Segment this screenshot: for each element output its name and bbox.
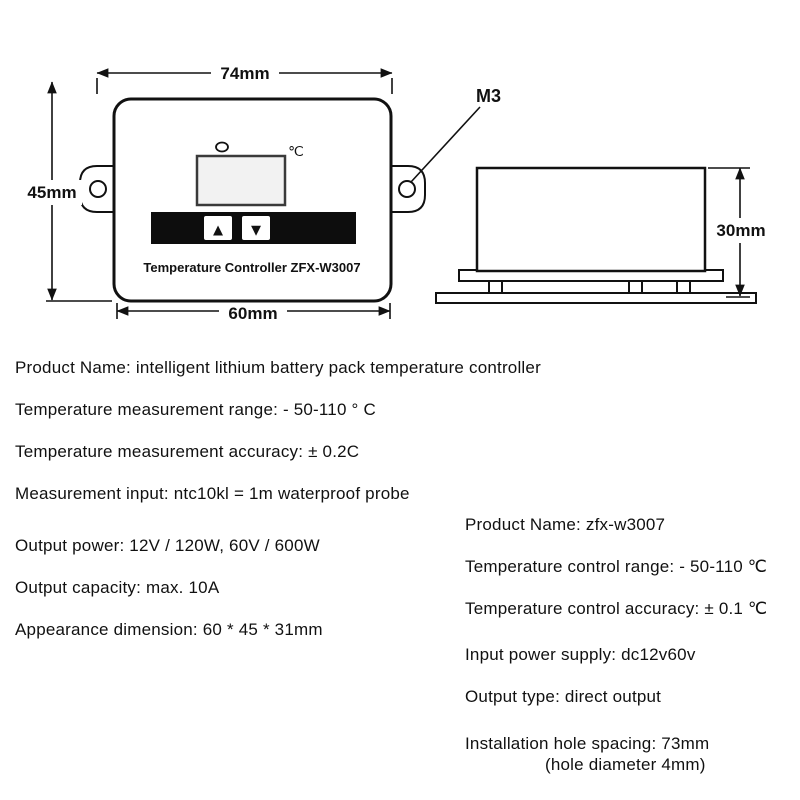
dim-30mm-label: 30mm bbox=[716, 221, 765, 240]
spec-control-range: Temperature control range: - 50-110 ℃ bbox=[465, 557, 768, 576]
spec-input-power: Input power supply: dc12v60v bbox=[465, 645, 696, 664]
dim-74mm-label-bg bbox=[211, 59, 279, 85]
dim-60mm-label: 60mm bbox=[228, 304, 277, 323]
lcd-display bbox=[195, 154, 287, 207]
side-foot-icon bbox=[676, 280, 691, 294]
down-button-face bbox=[242, 216, 270, 240]
spec-measurement-range: Temperature measurement range: - 50-110 … bbox=[15, 400, 376, 419]
spec-hole-spacing: Installation hole spacing: 73mm bbox=[465, 734, 710, 753]
up-arrow-icon: ▲ bbox=[210, 221, 227, 240]
dim-45mm-label-bg bbox=[22, 180, 82, 205]
dim-74mm-label: 74mm bbox=[220, 64, 269, 83]
mounting-hole-left-icon bbox=[89, 180, 107, 198]
side-base-plate bbox=[435, 292, 757, 304]
up-button-face bbox=[204, 216, 232, 240]
spec-hole-diameter: (hole diameter 4mm) bbox=[545, 755, 706, 774]
dim-60mm-label-bg bbox=[219, 303, 287, 325]
spec-control-accuracy: Temperature control accuracy: ± 0.1 ℃ bbox=[465, 599, 768, 618]
spec-output-capacity: Output capacity: max. 10A bbox=[15, 578, 220, 597]
dim-30mm-label-bg bbox=[711, 218, 771, 243]
side-body bbox=[475, 166, 707, 273]
device-front-view bbox=[79, 97, 426, 303]
spec-appearance-dimension: Appearance dimension: 60 * 45 * 31mm bbox=[15, 620, 323, 639]
up-button: ▲ bbox=[204, 216, 232, 240]
side-foot-icon bbox=[628, 280, 643, 294]
display-unit-label: ℃ bbox=[288, 143, 304, 159]
spec-output-type: Output type: direct output bbox=[465, 687, 662, 706]
technical-drawing: ℃ ▲ ▼ Temperature Controller ZFX-W3007 7… bbox=[22, 59, 771, 325]
sensor-dot-icon bbox=[215, 141, 229, 153]
device-model-label: Temperature Controller ZFX-W3007 bbox=[143, 260, 360, 275]
dim-45mm-label: 45mm bbox=[27, 183, 76, 202]
side-foot-icon bbox=[488, 280, 503, 294]
spec-product-name: Product Name: intelligent lithium batter… bbox=[15, 358, 541, 377]
screw-size-label: M3 bbox=[476, 86, 501, 106]
mounting-hole-right-icon bbox=[398, 180, 416, 198]
spec-measurement-input: Measurement input: ntc10kl = 1m waterpro… bbox=[15, 484, 410, 503]
device-side-view bbox=[435, 166, 757, 304]
down-arrow-icon: ▼ bbox=[248, 221, 265, 240]
screw-leader-line bbox=[410, 106, 481, 183]
down-button: ▼ bbox=[242, 216, 270, 240]
spec-output-power: Output power: 12V / 120W, 60V / 600W bbox=[15, 536, 320, 555]
spec-measurement-accuracy: Temperature measurement accuracy: ± 0.2C bbox=[15, 442, 360, 461]
spec-product-name-2: Product Name: zfx-w3007 bbox=[465, 515, 666, 534]
